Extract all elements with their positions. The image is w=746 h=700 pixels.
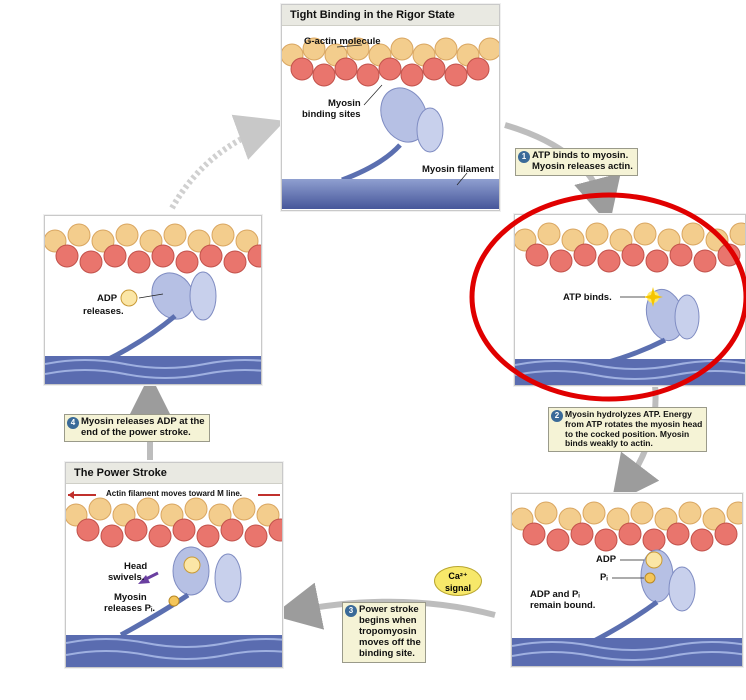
panel-title: The Power Stroke xyxy=(66,463,282,484)
actin-filament xyxy=(515,222,745,273)
step-text-line: ATP binds to myosin. xyxy=(532,150,629,161)
actin-filament xyxy=(66,497,282,548)
step-text-line: Myosin releases ADP at the xyxy=(81,416,205,427)
atp-binds-illustration xyxy=(515,222,745,385)
head-swivels-label-line1: Head xyxy=(124,561,148,572)
rigor-illustration xyxy=(282,37,499,209)
panel-power-stroke: The Power Stroke Actin filament moves t xyxy=(65,462,283,668)
actin-filament xyxy=(282,37,499,87)
atp-sparkle-icon xyxy=(643,287,663,307)
step-text-line: Power stroke xyxy=(359,604,419,615)
ca-signal-badge: Ca²⁺ signal xyxy=(434,566,482,596)
step-number: 3 xyxy=(345,605,357,617)
panel-atp-binds: ATP binds. xyxy=(514,214,746,386)
myosin-filament xyxy=(282,179,499,209)
pi-molecule-icon xyxy=(168,595,180,607)
cocked-illustration xyxy=(512,501,742,666)
remain-bound-label-line2: remain bound. xyxy=(530,600,596,611)
step-number: 4 xyxy=(67,417,79,429)
highlight-ellipse xyxy=(469,192,746,402)
step-text-line: from ATP rotates the myosin head xyxy=(565,418,703,429)
adp-label: ADP xyxy=(97,293,118,304)
adp-illustration xyxy=(45,223,261,384)
step-text-line: binding site. xyxy=(359,647,415,659)
panel-rigor-state: Tight Binding in the Rigor State G-actin… xyxy=(281,4,500,211)
pi-label: Pᵢ xyxy=(600,572,608,583)
actin-move-arrows xyxy=(68,491,280,499)
step-text-line: moves off the xyxy=(359,636,421,648)
binding-sites-label-line2: binding sites xyxy=(302,109,361,120)
step-2-box: 2 Myosin hydrolyzes ATP. Energy from ATP… xyxy=(548,407,708,453)
arrow-cocked-to-power xyxy=(272,582,496,630)
panel-adp-releases: ADP releases. xyxy=(44,215,262,385)
adp-molecule-icon xyxy=(645,551,663,569)
power-stroke-illustration xyxy=(66,491,282,667)
step-text-line: Myosin releases actin. xyxy=(532,160,633,172)
myosin-releases-label-line2: releases Pᵢ. xyxy=(104,603,155,614)
adp-releases-label: releases. xyxy=(83,306,124,317)
arrow-adp-to-rigor xyxy=(169,114,285,210)
step-3-box: 3 Power stroke begins when tropomyosin m… xyxy=(342,602,426,663)
step-text-line: binds weakly to actin. xyxy=(565,438,653,449)
step-text-line: end of the power stroke. xyxy=(81,426,191,438)
remain-bound-label-line1: ADP and Pᵢ xyxy=(530,589,580,600)
g-actin-label: G-actin molecule xyxy=(304,36,381,47)
myosin-filament-label: Myosin filament xyxy=(422,164,494,175)
head-swivels-label-line2: swivels. xyxy=(108,572,145,583)
adp-molecule-icon xyxy=(183,556,201,574)
step-4-box: 4 Myosin releases ADP at the end of the … xyxy=(64,414,210,442)
myosin-head xyxy=(341,87,444,183)
step-text-line: begins when xyxy=(359,614,417,626)
step-text-line: to the cocked position. Myosin xyxy=(565,428,690,439)
ca-signal-line1: Ca²⁺ xyxy=(448,571,468,581)
atp-binds-label: ATP binds. xyxy=(563,292,612,303)
step-text-line: tropomyosin xyxy=(359,625,417,637)
panel-title: Tight Binding in the Rigor State xyxy=(282,5,499,26)
adp-label: ADP xyxy=(596,554,617,565)
adp-molecule-icon xyxy=(120,289,138,307)
panel-cocked: ADP Pᵢ ADP and Pᵢ remain bound. xyxy=(511,493,743,667)
actin-moves-label: Actin filament moves toward M line. xyxy=(106,489,243,498)
binding-sites-label-line1: Myosin xyxy=(328,98,361,109)
step-text-line: Myosin hydrolyzes ATP. Energy xyxy=(565,409,692,419)
ca-signal-line2: signal xyxy=(444,583,471,593)
myosin-releases-label-line1: Myosin xyxy=(114,592,147,603)
actin-filament xyxy=(512,501,742,552)
pi-molecule-icon xyxy=(644,572,656,584)
step-number: 2 xyxy=(551,410,563,422)
step-number: 1 xyxy=(518,151,530,163)
actin-filament xyxy=(45,223,261,274)
step-1-box: 1 ATP binds to myosin. Myosin releases a… xyxy=(515,148,638,176)
